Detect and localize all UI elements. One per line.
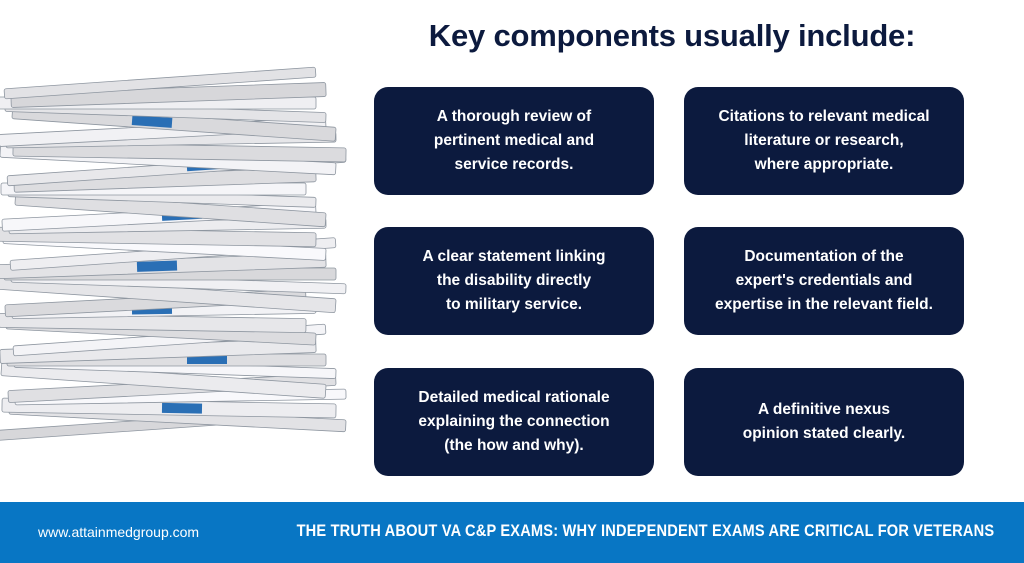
card-text: A definitive nexus opinion stated clearl… — [742, 401, 906, 442]
component-card-credentials: Documentation of the expert's credential… — [684, 227, 964, 335]
component-card-nexus: A definitive nexus opinion stated clearl… — [684, 368, 964, 476]
article-title-banner: THE TRUTH ABOUT VA C&P EXAMS: WHY INDEPE… — [296, 521, 994, 540]
card-text: A thorough review of pertinent medical a… — [433, 108, 595, 173]
card-text: Citations to relevant medical literature… — [718, 108, 930, 173]
component-card-statement: A clear statement linking the disability… — [374, 227, 654, 335]
page-title: Key components usually include: — [428, 18, 916, 53]
component-card-rationale: Detailed medical rationale explaining th… — [374, 368, 654, 476]
card-text: A clear statement linking the disability… — [422, 248, 606, 313]
card-text: Documentation of the expert's credential… — [715, 248, 933, 313]
footer-bar: www.attainmedgroup.com THE TRUTH ABOUT V… — [0, 502, 1024, 563]
component-card-citations: Citations to relevant medical literature… — [684, 87, 964, 195]
paper-stack-image — [0, 66, 347, 441]
website-link[interactable]: www.attainmedgroup.com — [38, 524, 200, 540]
component-card-review: A thorough review of pertinent medical a… — [374, 87, 654, 195]
card-text: Detailed medical rationale explaining th… — [418, 389, 610, 454]
